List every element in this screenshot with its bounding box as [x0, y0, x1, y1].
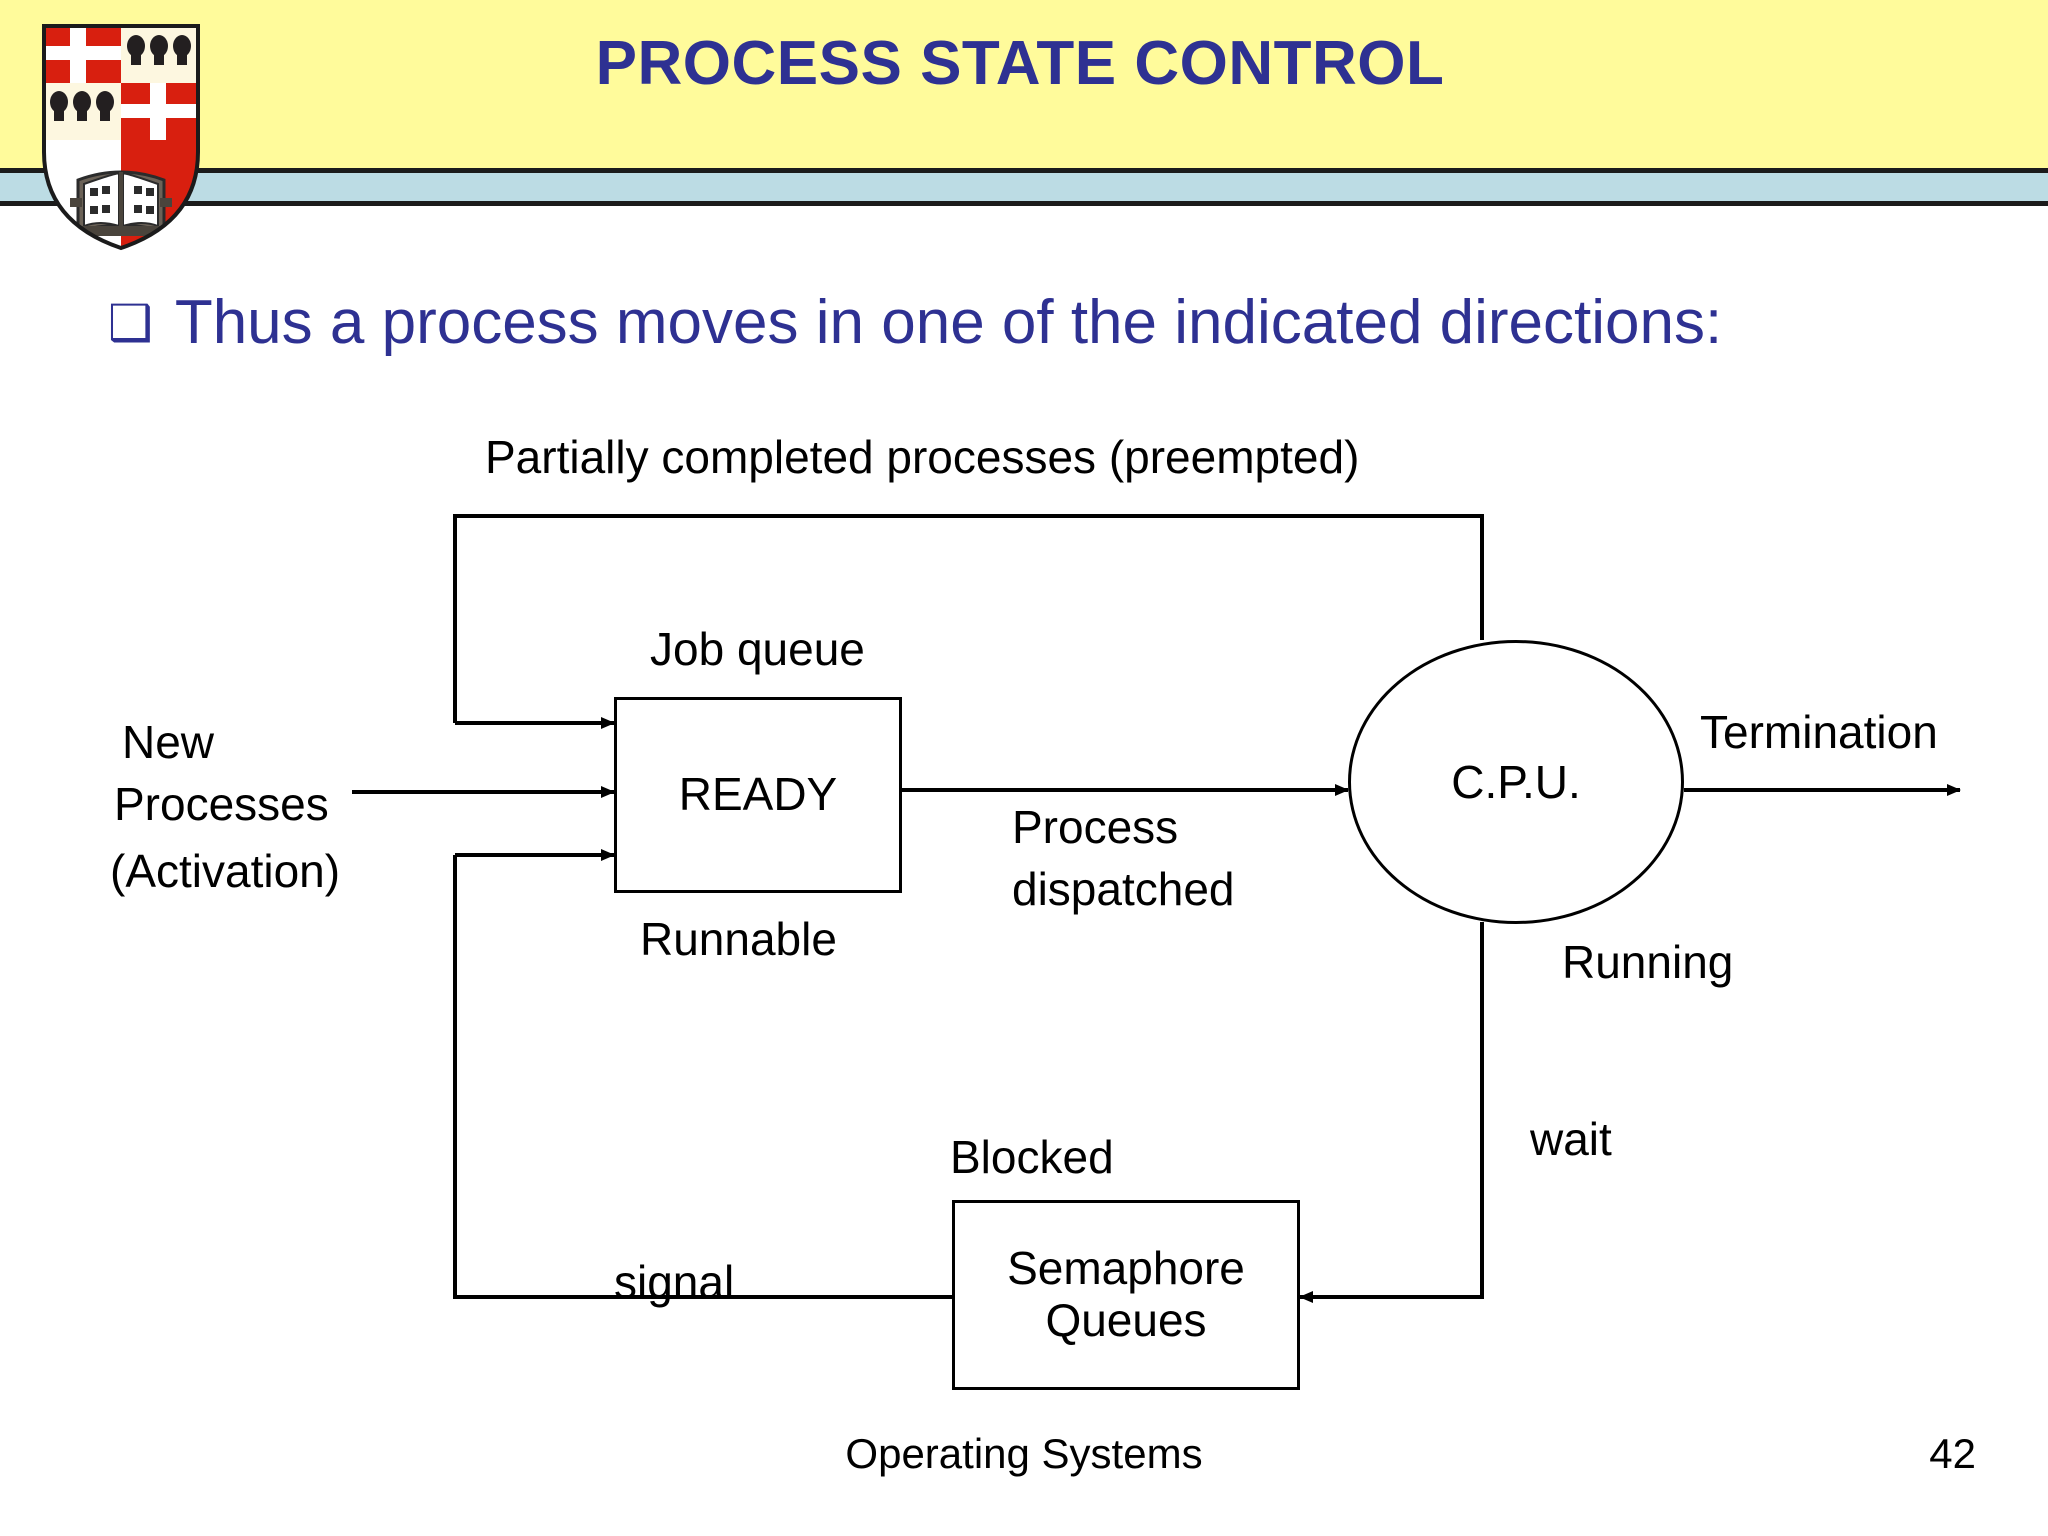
process-state-diagram: READY C.P.U. Semaphore Queues Partially … [0, 400, 2048, 1400]
node-cpu: C.P.U. [1348, 640, 1684, 924]
label-new-processes-line2: Processes [114, 778, 329, 830]
node-cpu-label: C.P.U. [1451, 756, 1581, 808]
bullet-row: ❑ Thus a process moves in one of the ind… [108, 290, 1988, 355]
label-blocked: Blocked [950, 1131, 1114, 1183]
bullet-square-icon: ❑ [108, 295, 153, 351]
label-job-queue: Job queue [650, 623, 865, 675]
node-ready: READY [614, 697, 902, 893]
header-divider-top [0, 168, 2048, 173]
node-semaphore-label-line1: Semaphore [1007, 1242, 1245, 1295]
page-number: 42 [1929, 1430, 1976, 1477]
university-crest-logo [42, 24, 200, 251]
page-title: PROCESS STATE CONTROL [595, 29, 1445, 98]
node-semaphore-queues: Semaphore Queues [952, 1200, 1300, 1390]
label-running: Running [1562, 936, 1734, 988]
label-preempted: Partially completed processes (preempted… [485, 431, 1360, 483]
bullet-text: Thus a process moves in one of the indic… [174, 288, 1723, 357]
node-semaphore-label-line2: Queues [1045, 1294, 1207, 1346]
header-divider-bottom [0, 201, 2048, 206]
label-process-dispatched-line1: Process [1012, 801, 1179, 853]
label-termination: Termination [1700, 706, 1938, 758]
header-band [0, 0, 2048, 168]
footer-label: Operating Systems [845, 1430, 1203, 1477]
label-new-processes-line1: New [122, 716, 215, 768]
label-wait: wait [1530, 1113, 1612, 1165]
label-new-processes-line3: (Activation) [110, 845, 341, 897]
node-ready-label: READY [678, 768, 838, 821]
label-process-dispatched-line2: dispatched [1012, 863, 1235, 915]
header-accent-stripe [0, 173, 2048, 201]
label-runnable: Runnable [640, 913, 837, 965]
label-signal: signal [614, 1256, 735, 1308]
